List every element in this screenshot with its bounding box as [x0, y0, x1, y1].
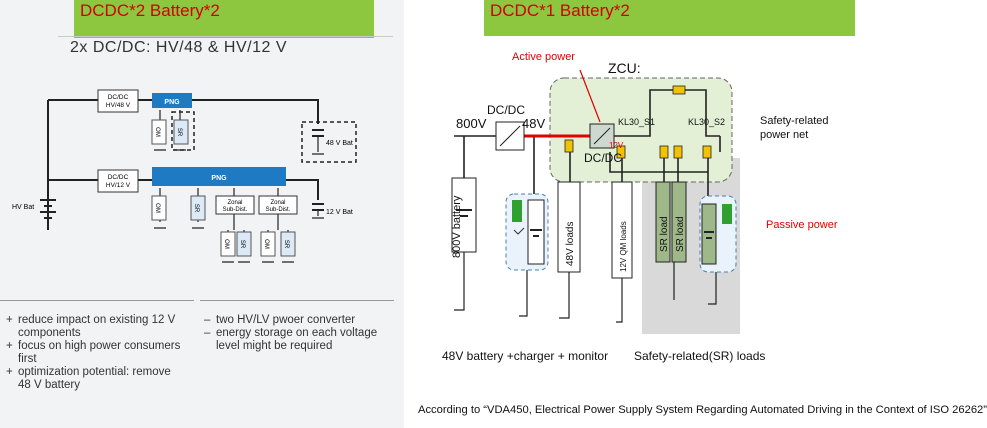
right-banner: DCDC*1 Battery*2 — [484, 0, 855, 36]
sr-zone2: SR — [283, 240, 289, 249]
sr-loads-caption: Safety-related(SR) loads — [634, 349, 765, 363]
sr-load-2-label: SR load — [675, 216, 686, 252]
active-power-label: Active power — [512, 51, 575, 63]
battery-48-caption: 48V battery +charger + monitor — [442, 349, 608, 363]
hvbat-label: HV Bat — [12, 204, 34, 211]
sr-load-2 — [671, 181, 687, 263]
pros-list: reduce impact on existing 12 V component… — [6, 314, 186, 392]
subtitle-rule — [58, 36, 393, 37]
v48-label: 48V — [522, 116, 545, 131]
pro-item: optimization potential: remove 48 V batt… — [6, 366, 186, 392]
footnote: According to “VDA450, Electrical Power S… — [418, 404, 987, 416]
dcdc-12-box — [97, 169, 139, 193]
sr-zone1: SR — [239, 240, 245, 249]
png-lower — [152, 167, 286, 186]
om-lower: OM — [154, 203, 160, 213]
cons-list: two HV/LV pwoer converter energy storage… — [204, 314, 394, 353]
divider-left — [0, 300, 194, 301]
png-upper-label: PNG — [164, 99, 180, 106]
png-upper — [152, 93, 192, 108]
dcdc-top-label: DC/DC — [487, 103, 525, 117]
single-dcdc-diagram: Active power ZCU: 800V DC/DC 48V KL30_S1… — [442, 51, 838, 363]
png-lower-label: PNG — [211, 175, 227, 182]
sr-upper: SR — [176, 128, 182, 137]
pro-item: focus on high power consumers first — [6, 340, 186, 366]
con-item: two HV/LV pwoer converter — [204, 314, 394, 327]
safety-net-line2: power net — [760, 129, 808, 141]
kl30-s2-label: KL30_S2 — [688, 117, 725, 127]
zonal2-line1: Zonal — [270, 200, 285, 206]
active-power-pointer — [579, 69, 601, 123]
dcdc-48-box — [97, 89, 139, 113]
right-panel: DCDC*1 Battery*2 — [404, 0, 987, 428]
kl30-s1-label: KL30_S1 — [618, 117, 655, 127]
left-panel: DCDC*2 Battery*2 2x DC/DC: HV/48 & HV/12… — [0, 0, 404, 428]
sr-load-1-label: SR load — [659, 216, 670, 252]
om-zone1: OM — [223, 239, 229, 249]
dcdc-mid-label: DC/DC — [584, 151, 622, 165]
zcu-label: ZCU: — [608, 60, 641, 76]
dcdc-48-line2: HV/48 V — [106, 102, 131, 109]
v12-label: 12V — [609, 141, 624, 150]
bat12-label: 12 V Bat — [326, 209, 353, 216]
qm-12-label: 12V QM loads — [619, 221, 628, 272]
v800-label: 800V — [456, 116, 487, 131]
bat48-label: 48 V Bat — [326, 140, 353, 147]
zcu-box — [549, 77, 733, 183]
battery-800-label: 800V battery — [451, 195, 463, 258]
safety-net-line1: Safety-related — [760, 115, 828, 127]
dcdc-12-line1: DC/DC — [108, 174, 129, 181]
sr-lower: SR — [193, 204, 199, 213]
left-banner: DCDC*2 Battery*2 — [74, 0, 374, 38]
divider-right — [200, 300, 394, 301]
con-item: energy storage on each voltage level mig… — [204, 327, 394, 353]
om-zone2: OM — [263, 239, 269, 249]
zonal-box-2 — [258, 195, 298, 215]
passive-power-label: Passive power — [766, 219, 838, 231]
left-subtitle: 2x DC/DC: HV/48 & HV/12 V — [70, 39, 288, 56]
dcdc-12-line2: HV/12 V — [106, 182, 131, 189]
zonal2-line2: Sub-Dist. — [266, 207, 291, 213]
sr-load-1 — [655, 181, 671, 263]
om-upper: OM — [154, 127, 160, 137]
dcdc-48-line1: DC/DC — [108, 94, 129, 101]
zonal-box-1 — [215, 195, 255, 215]
bat48-box — [301, 121, 357, 163]
zonal1-line2: Sub-Dist. — [223, 207, 248, 213]
zonal1-line1: Zonal — [227, 200, 242, 206]
pro-item: reduce impact on existing 12 V component… — [6, 314, 186, 340]
dual-dcdc-diagram: DC/DC HV/48 V DC/DC HV/12 V PNG PNG OM S… — [12, 89, 357, 263]
loads-48-label: 48V loads — [565, 222, 576, 266]
